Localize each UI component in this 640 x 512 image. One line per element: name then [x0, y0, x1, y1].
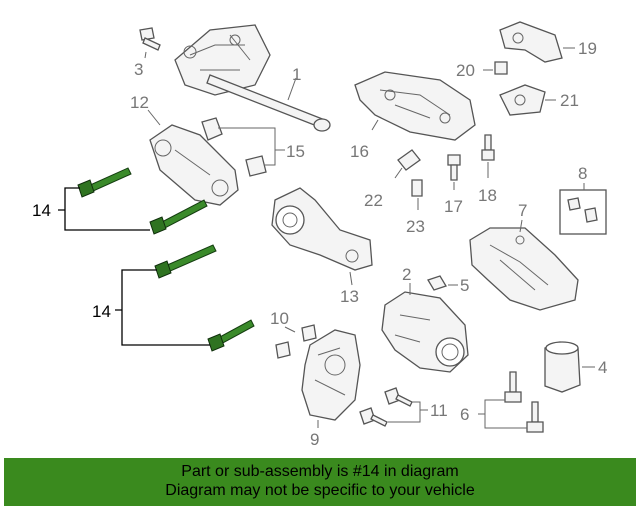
part-13-mount-link [271, 187, 373, 286]
callout-7: 7 [518, 201, 527, 220]
callout-3: 3 [134, 60, 143, 79]
banner-line-2: Diagram may not be specific to your vehi… [165, 482, 475, 499]
part-12-torque-link [147, 109, 239, 206]
callout-18: 18 [478, 186, 497, 205]
part-18-stud [481, 134, 495, 178]
part-16-bracket [354, 71, 476, 141]
banner-line-1: Part or sub-assembly is #14 in diagram [181, 463, 459, 480]
part-11-bolts [359, 387, 428, 427]
part-1-shaft [174, 24, 331, 132]
part-10-spacers [275, 324, 317, 359]
part-15-bushings [201, 117, 285, 177]
callout-4: 4 [598, 358, 607, 377]
callout-8: 8 [578, 164, 587, 183]
part-2-transmission-mount [381, 283, 469, 373]
callout-5: 5 [460, 276, 469, 295]
callout-20: 20 [456, 61, 475, 80]
callout-6: 6 [460, 405, 469, 424]
part-21-bracket [499, 84, 556, 116]
part-6-studs [478, 371, 544, 433]
callout-22: 22 [364, 191, 383, 210]
part-info-banner: Part or sub-assembly is #14 in diagram D… [4, 458, 636, 506]
callout-21: 21 [560, 91, 579, 110]
callout-11: 11 [430, 401, 448, 420]
callout-13: 13 [340, 287, 359, 306]
bolt-14-c [154, 244, 217, 279]
callout-14-lower: 14 [92, 302, 111, 321]
part-22-clip [394, 149, 421, 179]
callout-1: 1 [292, 65, 301, 84]
part-17-bolt [447, 154, 461, 190]
part-14-bolts [58, 167, 255, 352]
callout-16: 16 [350, 142, 369, 161]
exploded-parts-diagram: 1 3 12 15 [32, 21, 607, 449]
part-7-heat-shield [469, 219, 579, 311]
part-3-bolt [139, 27, 161, 59]
part-23-bolt [411, 179, 423, 210]
part-4-mount [544, 341, 595, 393]
callout-15: 15 [286, 142, 305, 161]
bolt-14-b [149, 199, 208, 235]
part-19-upper-bracket [499, 21, 575, 63]
callout-23: 23 [406, 217, 425, 236]
part-20-bolt [483, 61, 508, 75]
bolt-14-d [207, 319, 255, 352]
part-5-nut [427, 275, 458, 291]
bolt-14-a [77, 167, 132, 198]
callout-12: 12 [130, 93, 149, 112]
callout-2: 2 [402, 265, 411, 284]
callout-17: 17 [444, 197, 463, 216]
callout-10: 10 [270, 309, 289, 328]
part-9-bracket [301, 329, 361, 428]
part-8-bolt-kit [559, 183, 607, 235]
callout-14-upper: 14 [32, 201, 51, 220]
callout-19: 19 [578, 39, 597, 58]
callout-9: 9 [310, 430, 319, 449]
